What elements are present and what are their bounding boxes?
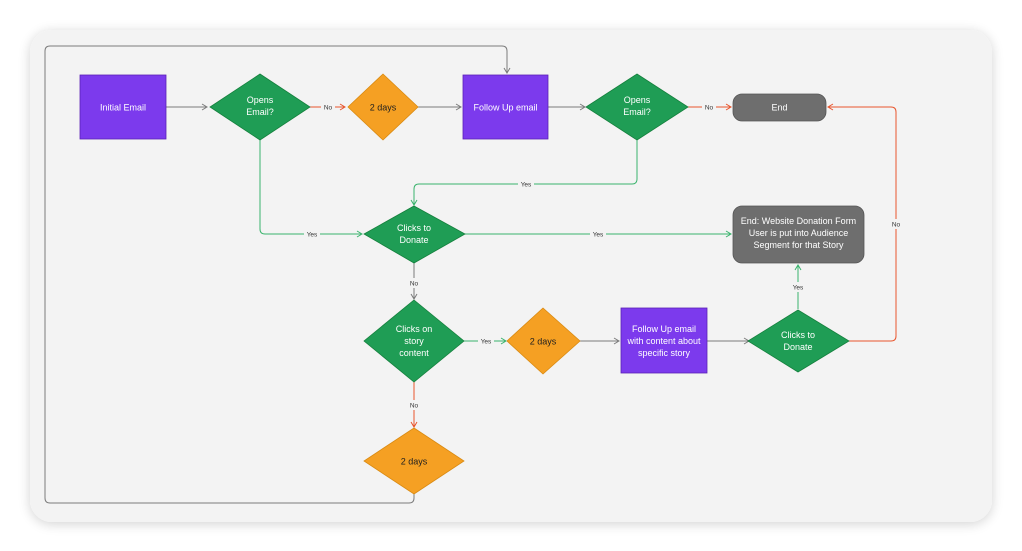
node-wait-2days-1-label: 2 days: [370, 103, 397, 113]
edge-label-donate2-yes: Yes: [793, 285, 804, 292]
arrow-head: [339, 103, 346, 111]
node-end-donation-label-2: User is put into Audience: [749, 228, 849, 238]
node-end-label: End: [771, 103, 787, 113]
node-clicks-to-donate-1-label-1: Clicks to: [397, 223, 431, 233]
node-opens-email-1-label-2: Email?: [246, 107, 274, 117]
node-clicks-on-story-label-3: content: [399, 348, 429, 358]
edge-label-opens1-no: No: [324, 105, 333, 112]
node-end-donation-label-3: Segment for that Story: [753, 240, 844, 250]
node-initial-email[interactable]: Initial Email: [79, 74, 167, 140]
arrow-head: [201, 103, 208, 111]
node-follow-up-email[interactable]: Follow Up email: [462, 74, 549, 140]
node-clicks-on-story[interactable]: Clicks on story content: [363, 299, 465, 383]
edge-label-story-yes: Yes: [481, 339, 492, 346]
node-end[interactable]: End: [732, 93, 827, 122]
diagram-panel: [30, 30, 992, 522]
arrow-head: [503, 67, 511, 74]
node-opens-email-2-label-1: Opens: [624, 95, 651, 105]
node-clicks-to-donate-2-label-1: Clicks to: [781, 330, 815, 340]
node-initial-email-label: Initial Email: [100, 103, 146, 113]
node-wait-2days-2[interactable]: 2 days: [506, 307, 581, 375]
arrow-head: [579, 103, 586, 111]
node-end-donation[interactable]: End: Website Donation Form User is put i…: [732, 205, 865, 264]
edge-label-opens2-no: No: [705, 105, 714, 112]
edge-label-story-no: No: [410, 403, 419, 410]
node-opens-email-1[interactable]: Opens Email?: [209, 73, 311, 141]
arrow-head: [500, 337, 507, 345]
node-end-donation-label-1: End: Website Donation Form: [741, 216, 856, 226]
node-follow-up-email-label: Follow Up email: [473, 103, 537, 113]
node-follow-up-story-label-3: specific story: [638, 348, 691, 358]
node-follow-up-story[interactable]: Follow Up email with content about speci…: [620, 307, 708, 374]
arrow-head: [410, 421, 418, 428]
node-follow-up-story-label-1: Follow Up email: [632, 324, 696, 334]
node-clicks-on-story-label-1: Clicks on: [396, 324, 433, 334]
node-wait-2days-1[interactable]: 2 days: [347, 73, 419, 141]
arrow-head: [725, 230, 732, 238]
node-wait-2days-3[interactable]: 2 days: [363, 427, 465, 495]
node-wait-2days-2-label: 2 days: [530, 337, 557, 347]
arrow-head: [410, 199, 418, 206]
arrow-head: [827, 103, 834, 111]
node-clicks-to-donate-2-label-2: Donate: [783, 342, 812, 352]
arrow-head: [356, 230, 363, 238]
node-follow-up-story-label-2: with content about: [626, 336, 701, 346]
edge-opens1-yes: [259, 140, 361, 235]
arrow-head: [794, 264, 802, 271]
edge-label-donate1-no: No: [410, 281, 419, 288]
node-opens-email-2-label-2: Email?: [623, 107, 651, 117]
node-opens-email-1-label-1: Opens: [247, 95, 274, 105]
arrow-head: [613, 337, 620, 345]
arrow-head: [410, 293, 418, 300]
edge-label-donate1-yes: Yes: [593, 232, 604, 239]
edge-label-opens2-yes: Yes: [521, 182, 532, 189]
edge-loop-2days3-to-followup: [44, 45, 508, 504]
node-opens-email-2[interactable]: Opens Email?: [585, 73, 689, 141]
node-clicks-to-donate-1-label-2: Donate: [399, 235, 428, 245]
edge-label-donate2-no: No: [892, 222, 901, 229]
node-clicks-to-donate-2[interactable]: Clicks to Donate: [747, 309, 850, 373]
arrow-head: [455, 103, 462, 111]
node-wait-2days-3-label: 2 days: [401, 457, 428, 467]
arrow-head: [725, 103, 732, 111]
node-clicks-to-donate-1[interactable]: Clicks to Donate: [363, 205, 466, 264]
edge-label-opens1-yes: Yes: [307, 232, 318, 239]
node-clicks-on-story-label-2: story: [404, 336, 424, 346]
